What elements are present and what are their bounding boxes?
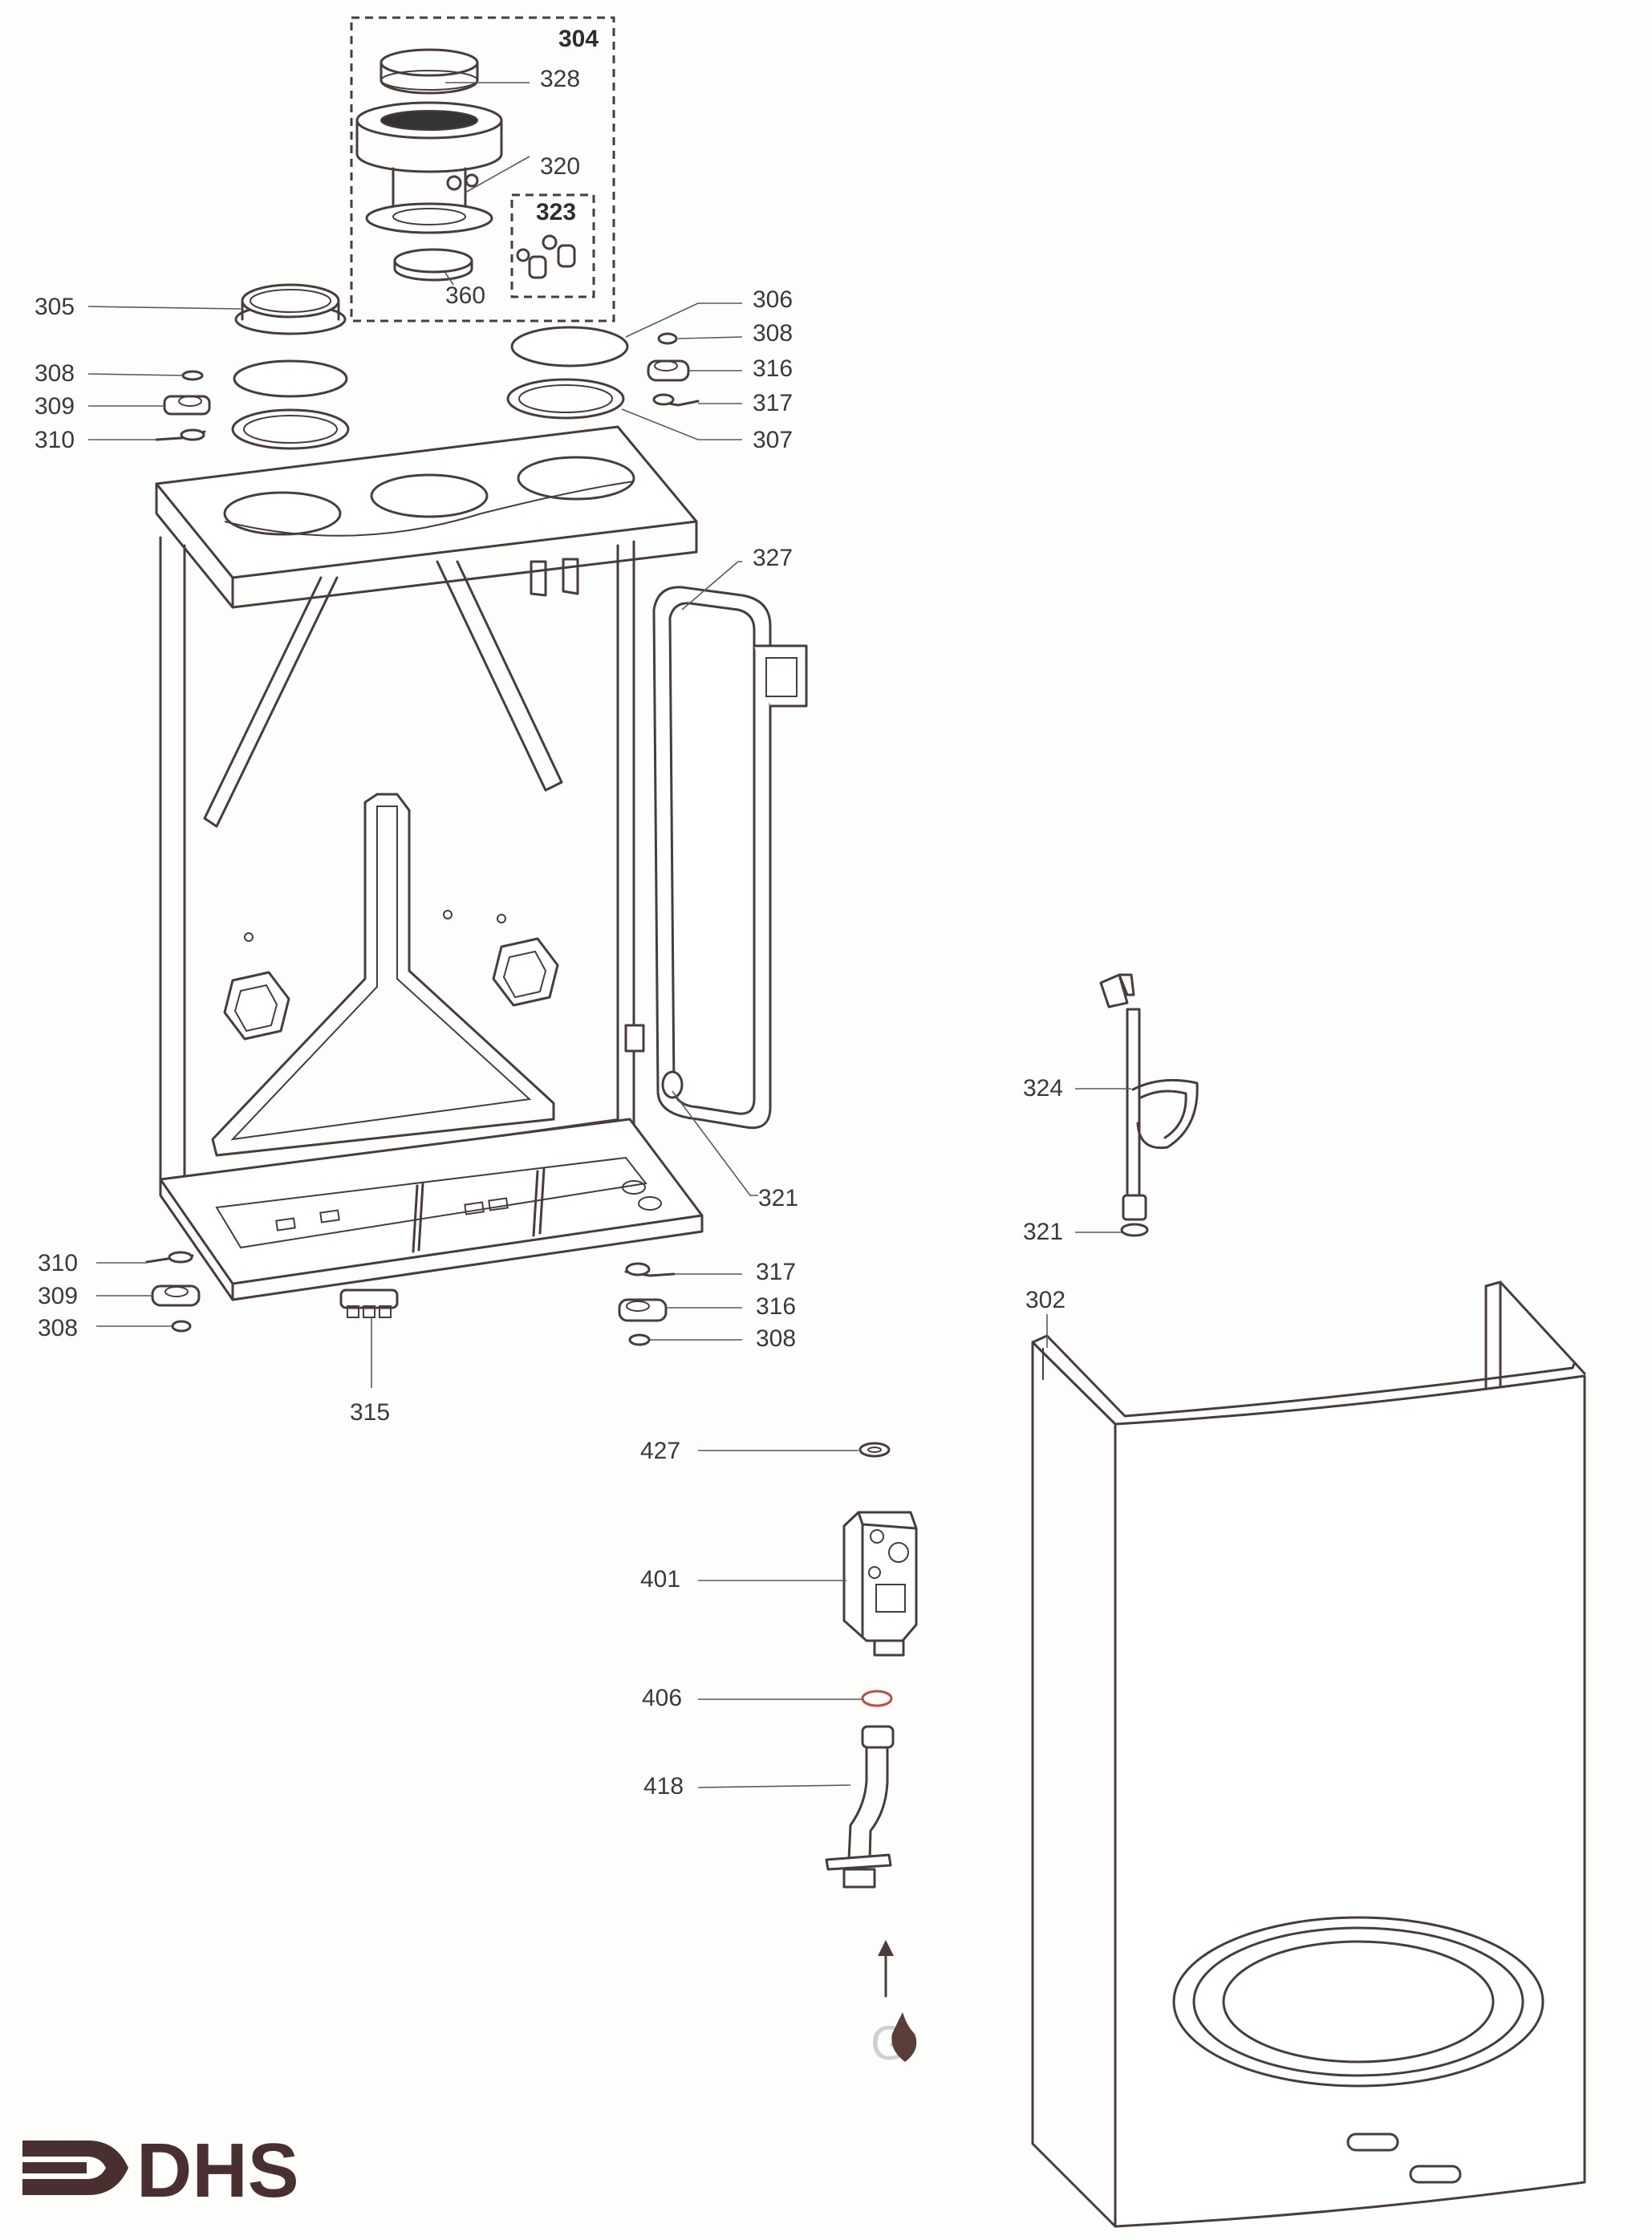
part-308-washer-a bbox=[181, 370, 204, 381]
label-306: 306 bbox=[753, 286, 793, 313]
label-317-a: 317 bbox=[753, 390, 793, 416]
label-324: 324 bbox=[1023, 1075, 1063, 1102]
label-317-b: 317 bbox=[756, 1259, 796, 1285]
label-309-a: 309 bbox=[35, 393, 75, 420]
label-308-a: 308 bbox=[753, 320, 793, 347]
part-320-adaptor bbox=[355, 101, 503, 234]
part-406-seal bbox=[861, 1690, 893, 1707]
part-360-gasket bbox=[393, 248, 473, 282]
label-327: 327 bbox=[753, 545, 793, 571]
label-308-b: 308 bbox=[35, 360, 75, 387]
part-306-blanking-plate-left bbox=[233, 359, 348, 398]
part-316-nut-a bbox=[647, 359, 690, 382]
part-310-clip-b bbox=[145, 1251, 194, 1264]
label-302: 302 bbox=[1025, 1287, 1065, 1313]
label-316-a: 316 bbox=[753, 355, 793, 382]
callout-labels: 304 328 320 323 360 305 306 308 308 316 … bbox=[35, 26, 1065, 1800]
part-308-washer-c bbox=[171, 1320, 192, 1333]
part-328-ring bbox=[380, 48, 479, 95]
flame-icon bbox=[891, 2012, 917, 2062]
label-360: 360 bbox=[445, 282, 485, 309]
label-320: 320 bbox=[540, 153, 580, 180]
label-321-a: 321 bbox=[1023, 1219, 1063, 1245]
callout-leaders bbox=[87, 82, 1131, 1788]
part-418-gas-pipe bbox=[825, 1725, 895, 1889]
part-324-pressure-pipe bbox=[1099, 973, 1199, 1237]
part-308-washer-d bbox=[628, 1333, 651, 1346]
part-309-clamp-a bbox=[163, 395, 211, 416]
part-327-expansion-vessel bbox=[652, 586, 808, 1130]
flue-adaptor-group-304 bbox=[350, 16, 615, 323]
label-321-b: 321 bbox=[758, 1185, 798, 1211]
label-310-a: 310 bbox=[35, 427, 75, 453]
dhs-logo: DHS bbox=[22, 2128, 299, 2214]
gas-inlet-indicator: G bbox=[871, 1940, 917, 2070]
logo-arrow-icon bbox=[22, 2141, 128, 2195]
part-302-front-casing bbox=[1031, 1280, 1586, 2228]
label-309-b: 309 bbox=[38, 1283, 78, 1309]
part-323-test-caps bbox=[516, 234, 576, 279]
label-418: 418 bbox=[643, 1773, 684, 1800]
label-310-b: 310 bbox=[38, 1250, 78, 1276]
part-308-washer-b bbox=[657, 332, 678, 345]
label-304: 304 bbox=[558, 26, 599, 52]
label-401: 401 bbox=[640, 1566, 680, 1593]
part-317-clip-a bbox=[652, 393, 700, 407]
logo-text: DHS bbox=[136, 2128, 299, 2214]
boiler-chassis bbox=[155, 425, 704, 1301]
label-328: 328 bbox=[540, 66, 580, 92]
label-427: 427 bbox=[640, 1438, 680, 1464]
part-401-gas-valve bbox=[842, 1511, 918, 1657]
label-406: 406 bbox=[642, 1685, 682, 1711]
label-308-c: 308 bbox=[38, 1315, 78, 1341]
part-310-clip-a bbox=[155, 428, 206, 441]
label-315: 315 bbox=[350, 1399, 390, 1426]
part-427-washer bbox=[858, 1442, 891, 1458]
part-305-flue-collar bbox=[234, 283, 347, 335]
label-323: 323 bbox=[536, 199, 576, 225]
part-317-clip-b bbox=[624, 1262, 676, 1277]
part-309-clamp-b bbox=[151, 1284, 201, 1307]
label-307: 307 bbox=[753, 427, 793, 453]
label-305: 305 bbox=[35, 294, 75, 320]
label-308-d: 308 bbox=[756, 1325, 796, 1352]
part-307-gasket-right bbox=[506, 378, 625, 420]
label-316-b: 316 bbox=[756, 1293, 796, 1320]
part-307-gasket-left bbox=[231, 408, 350, 450]
part-315-connector bbox=[339, 1288, 399, 1318]
part-306-blanking-plate-right bbox=[510, 326, 629, 367]
part-316-nut-b bbox=[618, 1298, 668, 1322]
